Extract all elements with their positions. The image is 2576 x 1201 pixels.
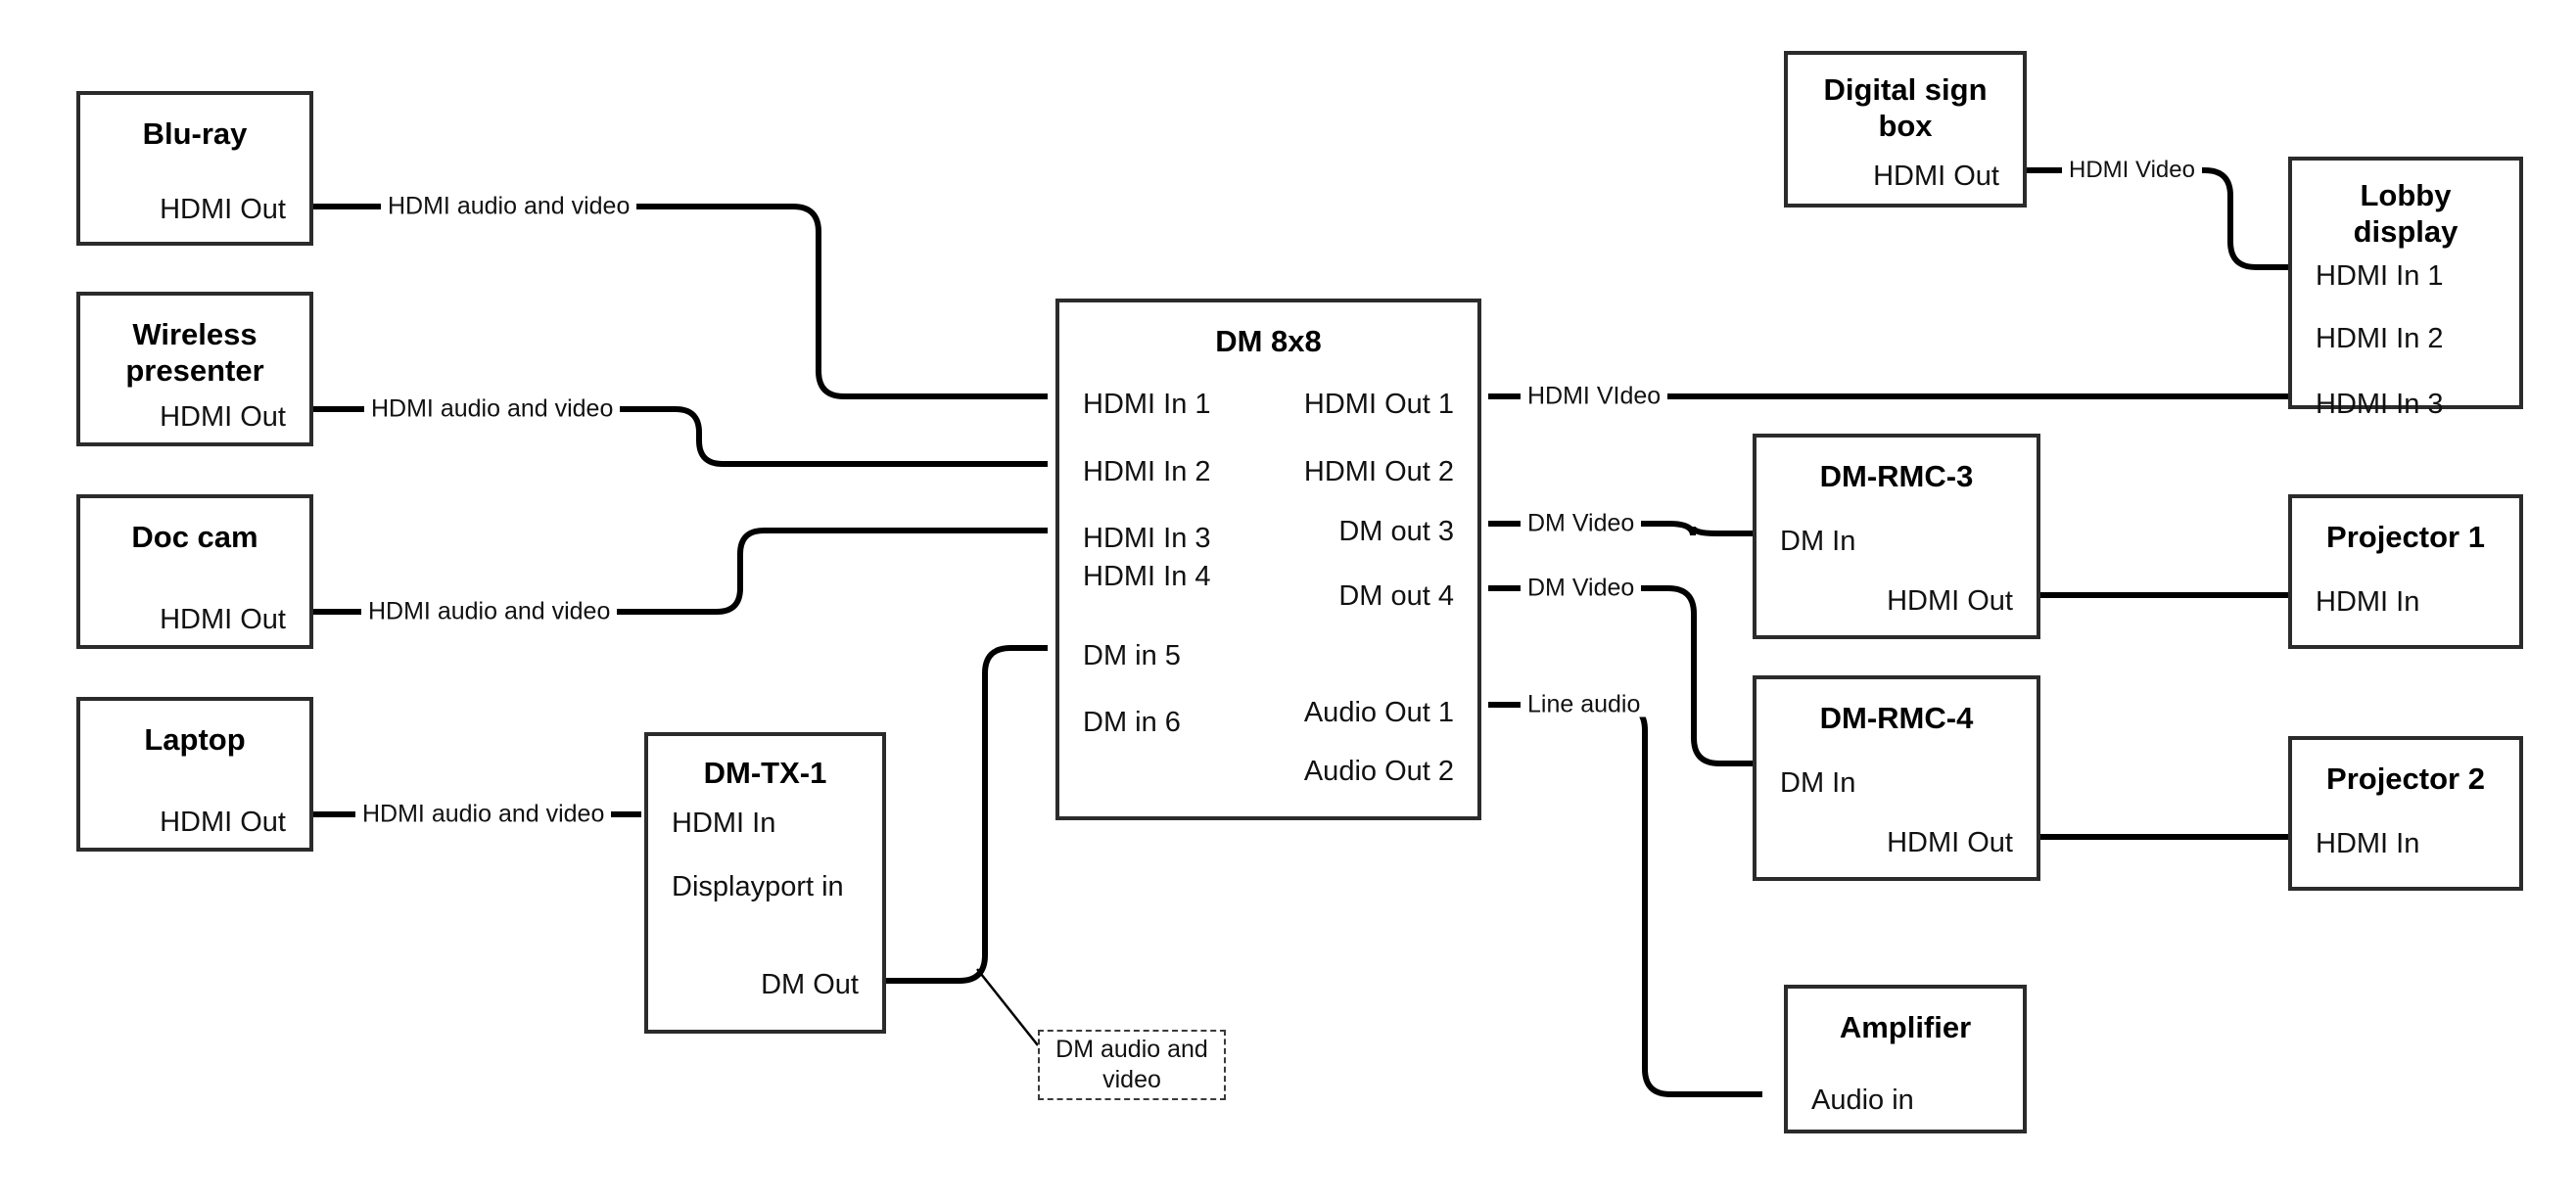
device-dm-8x8-input-dm-in-6: DM in 6 [1083, 707, 1181, 738]
wire-label-dm8x8-dmout3-to-rmc3: DM Video [1521, 511, 1642, 536]
device-wireless-presenter[interactable]: Wireless presenter HDMI Out [76, 292, 313, 446]
device-dm-tx-1[interactable]: DM-TX-1 HDMI In Displayport in DM Out [644, 732, 886, 1034]
device-dm-rmc-4-title: DM-RMC-4 [1819, 701, 1974, 735]
device-dm-rmc-4-port-dm-in: DM In [1780, 767, 1856, 799]
device-dm-8x8-output-audio-out-1: Audio Out 1 [1303, 697, 1454, 728]
wire-label-wireless-to-dm8x8: HDMI audio and video [364, 396, 621, 422]
device-dm-8x8-input-hdmi-in-3: HDMI In 3 [1083, 523, 1211, 554]
wire-dm8x8-audioout1-to-amplifier [1488, 702, 1762, 1097]
device-digital-sign-box-port-hdmi-out: HDMI Out [1873, 161, 1999, 192]
device-bluray[interactable]: Blu-ray HDMI Out [76, 91, 313, 246]
device-projector-2-port-hdmi-in: HDMI In [2316, 828, 2420, 859]
device-dm-rmc-3-port-dm-in: DM In [1780, 526, 1856, 557]
device-dm-8x8-output-dm-out-4: DM out 4 [1338, 580, 1454, 612]
wire-label-doccam-to-dm8x8: HDMI audio and video [361, 599, 618, 624]
callout-dm-audio-and-video: DM audio and video [1038, 1030, 1226, 1100]
device-dm-8x8-output-dm-out-3: DM out 3 [1338, 516, 1454, 547]
device-digital-sign-box-title: Digital sign box [1823, 72, 1988, 143]
device-amplifier-title: Amplifier [1839, 1010, 1972, 1044]
device-amplifier-port-audio-in: Audio in [1811, 1085, 1914, 1116]
device-dm-8x8-output-hdmi-out-1: HDMI Out 1 [1303, 389, 1454, 420]
device-projector-1-port-hdmi-in: HDMI In [2316, 586, 2420, 618]
device-laptop[interactable]: Laptop HDMI Out [76, 697, 313, 852]
device-wireless-presenter-port-hdmi-out: HDMI Out [160, 401, 286, 433]
device-dm-rmc-3-port-hdmi-out: HDMI Out [1887, 585, 2013, 617]
device-dm-rmc-4[interactable]: DM-RMC-4 DM In HDMI Out [1753, 675, 2040, 881]
device-bluray-port-hdmi-out: HDMI Out [160, 194, 286, 225]
device-projector-1[interactable]: Projector 1 HDMI In [2288, 494, 2523, 649]
device-dm-tx-1-title: DM-TX-1 [703, 756, 827, 790]
device-dm-8x8[interactable]: DM 8x8 HDMI In 1 HDMI In 2 HDMI In 3 HDM… [1055, 299, 1481, 820]
device-digital-sign-box[interactable]: Digital sign box HDMI Out [1784, 51, 2027, 208]
device-doc-cam[interactable]: Doc cam HDMI Out [76, 494, 313, 649]
wire-label-laptop-to-dmtx1: HDMI audio and video [355, 802, 612, 827]
device-lobby-display-port-hdmi-in-1: HDMI In 1 [2316, 260, 2444, 292]
wire-label-digitalsign-to-lobby: HDMI Video [2062, 159, 2202, 182]
device-dm-rmc-4-port-hdmi-out: HDMI Out [1887, 827, 2013, 858]
wire-label-dm8x8-audioout1-to-amplifier: Line audio [1521, 692, 1648, 717]
wire-dmtx1-to-dm8x8 [886, 645, 1048, 984]
device-dm-rmc-3-title: DM-RMC-3 [1819, 459, 1974, 493]
device-dm-8x8-input-dm-in-5: DM in 5 [1083, 640, 1181, 671]
device-amplifier[interactable]: Amplifier Audio in [1784, 985, 2027, 1133]
wire-label-dm8x8-dmout4-to-rmc4: DM Video [1521, 576, 1642, 601]
device-dm-rmc-3[interactable]: DM-RMC-3 DM In HDMI Out [1753, 434, 2040, 639]
device-wireless-presenter-title: Wireless presenter [125, 317, 264, 388]
device-dm-8x8-title: DM 8x8 [1215, 324, 1322, 358]
callout-leader-line [976, 968, 1039, 1046]
device-dm-tx-1-port-hdmi-in: HDMI In [672, 808, 776, 839]
device-projector-2[interactable]: Projector 2 HDMI In [2288, 736, 2523, 891]
device-dm-8x8-output-hdmi-out-2: HDMI Out 2 [1303, 456, 1454, 487]
device-doc-cam-title: Doc cam [131, 520, 258, 554]
device-doc-cam-port-hdmi-out: HDMI Out [160, 604, 286, 635]
device-lobby-display-title: Lobby display [2353, 178, 2459, 249]
device-dm-tx-1-port-dm-out: DM Out [761, 969, 859, 1000]
device-dm-8x8-output-audio-out-2: Audio Out 2 [1303, 756, 1454, 787]
device-laptop-port-hdmi-out: HDMI Out [160, 807, 286, 838]
device-dm-tx-1-port-displayport-in: Displayport in [672, 871, 844, 902]
device-lobby-display-port-hdmi-in-2: HDMI In 2 [2316, 323, 2444, 354]
wire-label-bluray-to-dm8x8: HDMI audio and video [381, 194, 637, 219]
device-dm-8x8-input-hdmi-in-4: HDMI In 4 [1083, 561, 1211, 592]
device-projector-1-title: Projector 1 [2326, 520, 2485, 554]
device-projector-2-title: Projector 2 [2326, 762, 2485, 796]
device-dm-8x8-input-hdmi-in-1: HDMI In 1 [1083, 389, 1211, 420]
device-lobby-display-port-hdmi-in-3: HDMI In 3 [2316, 389, 2444, 420]
device-laptop-title: Laptop [144, 722, 246, 757]
wire-digitalsign-to-lobby [2027, 167, 2288, 270]
wire-dm8x8-dmout4-to-rmc4 [1488, 585, 1753, 766]
device-lobby-display[interactable]: Lobby display HDMI In 1 HDMI In 2 HDMI I… [2288, 157, 2523, 419]
wire-label-dm8x8-hdmiout1-to-lobby: HDMI VIdeo [1521, 384, 1668, 409]
wire-bluray-to-dm8x8 [313, 204, 1048, 399]
device-dm-8x8-input-hdmi-in-2: HDMI In 2 [1083, 456, 1211, 487]
device-bluray-title: Blu-ray [142, 116, 248, 151]
